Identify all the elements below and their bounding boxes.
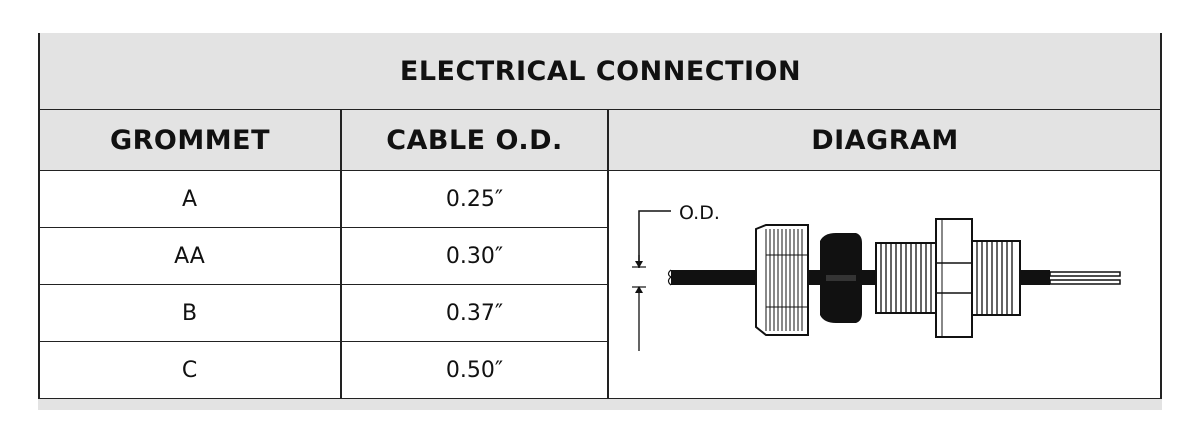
header-diagram-label: DIAGRAM <box>811 124 959 156</box>
table-row-cable-od-1: 0.25″ <box>341 171 608 228</box>
header-grommet: GROMMET <box>38 109 341 171</box>
od-label: O.D. <box>679 202 720 224</box>
table-row-grommet-2: AA <box>38 228 341 285</box>
table-row-cable-od-4: 0.50″ <box>341 342 608 399</box>
table-row-grommet-3: B <box>38 285 341 342</box>
header-diagram: DIAGRAM <box>608 109 1162 171</box>
header-grommet-label: GROMMET <box>109 124 270 156</box>
left-border <box>38 109 40 399</box>
title-left-border <box>38 33 40 109</box>
table-row-cable-od-2: 0.30″ <box>341 228 608 285</box>
header-cable-od-label: CABLE O.D. <box>386 124 563 156</box>
table-row-cable-od-3: 0.37″ <box>341 285 608 342</box>
electrical-connection-table: ELECTRICAL CONNECTION GROMMET CABLE O.D.… <box>38 33 1162 410</box>
column-divider-1 <box>340 109 342 399</box>
table-row-grommet-1: A <box>38 171 341 228</box>
table-row-grommet-4: C <box>38 342 341 399</box>
column-divider-2 <box>607 109 609 399</box>
cable-gland-illustration: O.D. <box>632 202 1121 351</box>
table-title-row: ELECTRICAL CONNECTION <box>38 33 1162 109</box>
header-cable-od: CABLE O.D. <box>341 109 608 171</box>
cable-gland-diagram: O.D. <box>608 171 1162 399</box>
table-footer-band <box>38 399 1162 410</box>
table-title: ELECTRICAL CONNECTION <box>399 55 802 87</box>
right-border <box>1160 33 1162 410</box>
